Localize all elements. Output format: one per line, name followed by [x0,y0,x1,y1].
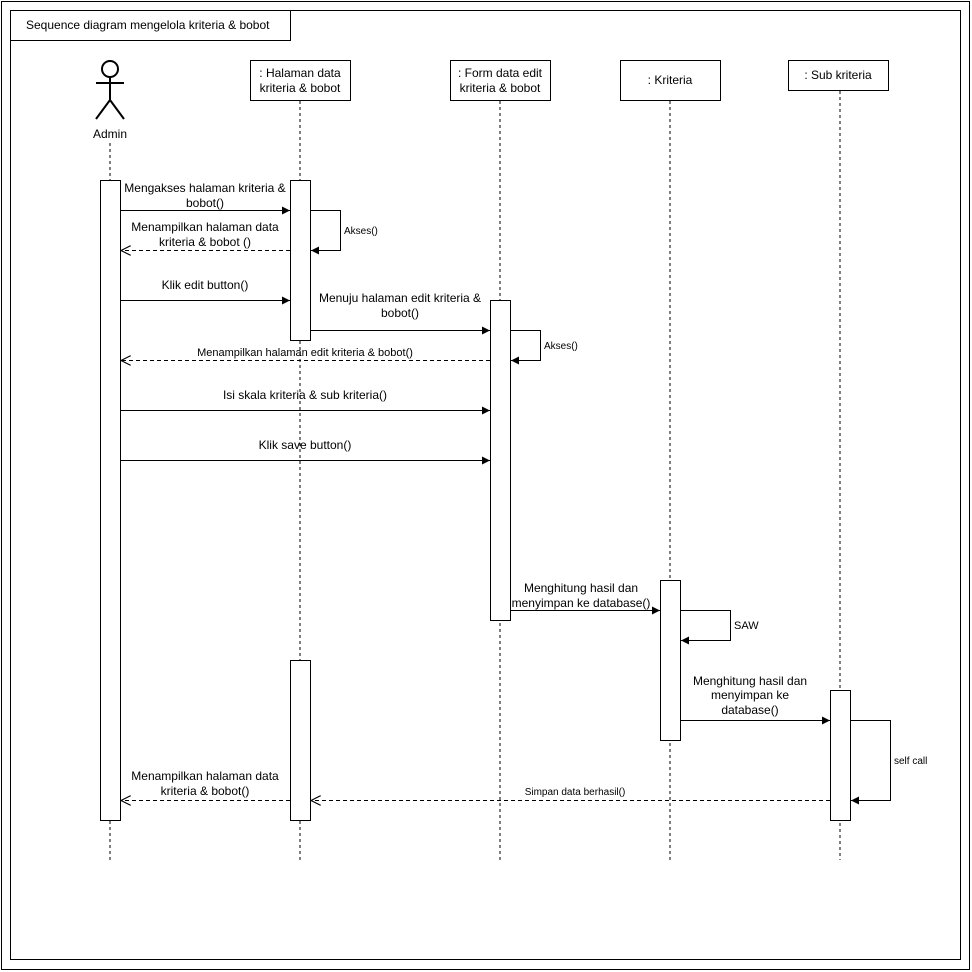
lifeline-halaman-label-1: : Halaman data [259,66,341,80]
message-14-label: Simpan data berhasil() [525,787,626,798]
actor-admin[interactable]: Admin [93,60,127,141]
message-9-label: Klik save button() [259,438,352,452]
message-11-self-arrow [681,610,731,645]
lifeline-form-label-1: : Form data edit [458,66,543,80]
message-13-self-arrow [851,720,891,805]
diagram-frame [10,10,961,960]
message-15-label-2: kriteria & bobot() [161,784,250,798]
message-4-label: Klik edit button() [162,278,249,292]
lifeline-subkriteria-head[interactable]: : Sub kriteria [788,60,889,91]
message-10-label-2: menyimpan ke database() [512,596,651,610]
activation-form [490,300,511,621]
message-8-label: Isi skala kriteria & sub kriteria() [223,388,387,402]
lifeline-subkriteria-label: : Sub kriteria [804,68,872,82]
lifeline-kriteria-label: : Kriteria [648,73,693,87]
message-10-label-1: Menghitung hasil dan [524,581,638,595]
lifeline-form-head[interactable]: : Form data edit kriteria & bobot [450,60,551,101]
lifeline-form-label-2: kriteria & bobot [460,81,541,95]
message-2-label-2: kriteria & bobot () [159,235,251,249]
lifeline-halaman-label-2: kriteria & bobot [260,81,341,95]
message-1-label-2: bobot() [186,196,224,210]
message-15-label-1: Menampilkan halaman data [131,769,279,783]
lifeline-kriteria-head[interactable]: : Kriteria [620,60,721,101]
actor-left-leg [95,99,111,120]
lifeline-halaman-head[interactable]: : Halaman data kriteria & bobot [250,60,351,101]
actor-right-leg [109,99,125,120]
message-7-label: Menampilkan halaman edit kriteria & bobo… [197,347,413,359]
message-13-label: self call [894,756,927,767]
message-6-self-arrow [511,330,541,365]
activation-halaman-1 [290,180,311,341]
message-11-label: SAW [734,620,759,632]
message-12-label-1: Menghitung hasil dan [693,674,807,688]
message-3-self-arrow [311,210,341,255]
activation-subkriteria [830,690,851,821]
frame-title: Sequence diagram mengelola kriteria & bo… [26,18,270,32]
actor-head [101,60,119,78]
message-5-label-2: bobot() [381,306,419,320]
message-12-label-2: menyimpan ke [711,688,789,702]
message-12-label-3: database() [721,703,778,717]
activation-halaman-2 [290,660,311,821]
message-5-label-1: Menuju halaman edit kriteria & [319,291,481,305]
activation-admin [100,180,121,821]
frame-title-box [10,10,291,41]
message-2-label-1: Menampilkan halaman data [131,220,279,234]
actor-label: Admin [93,127,127,141]
message-6-label: Akses() [544,341,578,352]
message-1-label-1: Mengakses halaman kriteria & [124,181,285,195]
message-3-label: Akses() [344,226,378,237]
activation-kriteria [660,580,681,741]
